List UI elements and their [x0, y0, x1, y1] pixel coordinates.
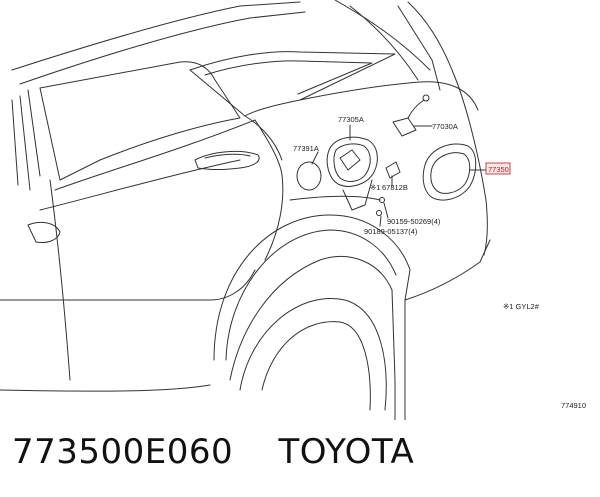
leader-77391A — [311, 151, 319, 165]
parts-diagram: 77305A 77030A 77391A ※1 67812B 90159-502… — [0, 0, 586, 421]
fuel-housing-detail — [339, 149, 361, 171]
fuel-housing — [326, 136, 378, 187]
lid-opener-body — [392, 117, 417, 137]
door-front-edge — [49, 179, 71, 381]
figure-id: 774910 — [561, 401, 586, 410]
b-pillar — [11, 95, 31, 191]
brand-name: TOYOTA — [278, 432, 415, 472]
rear-lower-line — [404, 239, 491, 301]
part-caption: 773500E060 TOYOTA — [12, 432, 414, 472]
body-shoulder — [299, 81, 479, 111]
door-handle — [194, 150, 260, 170]
door-crease — [39, 159, 241, 211]
quarter-window-inner — [204, 60, 373, 95]
label-bolt-90159: 90159-50269(4) — [387, 217, 441, 226]
label-note-mark: ※1 — [370, 183, 380, 192]
label-77350-highlight: 77350 — [488, 165, 509, 174]
spoiler-line — [397, 5, 441, 91]
wheel-arch-outer — [213, 214, 411, 361]
leader-90159 — [383, 202, 389, 219]
footnote: ※1 GYL2# — [503, 302, 540, 311]
bolt-b — [376, 210, 382, 216]
tire-inner — [261, 321, 371, 411]
side-bump — [27, 221, 61, 243]
fuel-housing-bracket — [342, 179, 373, 211]
c-pillar-line — [244, 115, 283, 161]
door-window — [39, 61, 241, 181]
wheel-arch-inner — [225, 229, 397, 361]
tire-outline — [239, 298, 387, 411]
part-number: 773500E060 — [12, 432, 234, 472]
highlight-box — [485, 162, 511, 175]
quarter-window — [189, 51, 396, 117]
label-77391A: 77391A — [293, 144, 319, 153]
roof-inner-line — [19, 11, 306, 85]
small-bracket — [385, 161, 401, 179]
door-belt-line — [54, 119, 256, 191]
leader-90189 — [379, 215, 382, 227]
label-bolt-90189: 90189-05137(4) — [364, 227, 418, 236]
door-lower-line — [0, 269, 256, 301]
fuel-cap — [296, 161, 322, 191]
rear-pillar-outer — [334, 0, 431, 71]
fuel-lid-inner — [430, 152, 471, 194]
door-bottom — [0, 384, 211, 392]
lid-opener-wire — [407, 99, 425, 119]
label-67812B: 67812B — [382, 183, 408, 192]
bolt-a — [379, 197, 385, 203]
door-rear-edge — [254, 119, 284, 261]
diagram-drawing: 77305A 77030A 77391A ※1 67812B 90159-502… — [0, 0, 586, 421]
fuel-lid — [422, 143, 477, 201]
label-77305A: 77305A — [338, 115, 364, 124]
door-handle-inner — [204, 153, 251, 159]
rear-pillar-inner — [349, 5, 419, 81]
body-side-line — [289, 195, 381, 201]
rear-edge — [483, 199, 488, 256]
door-window-frame — [27, 89, 41, 177]
tailgate-edge — [407, 1, 487, 201]
fuel-housing-rim — [333, 143, 371, 182]
wheel-arch-lip — [229, 256, 396, 381]
label-77030A: 77030A — [432, 122, 458, 131]
lid-opener-connector — [422, 94, 430, 102]
bumper-line — [394, 299, 406, 421]
roof-line — [11, 1, 301, 71]
